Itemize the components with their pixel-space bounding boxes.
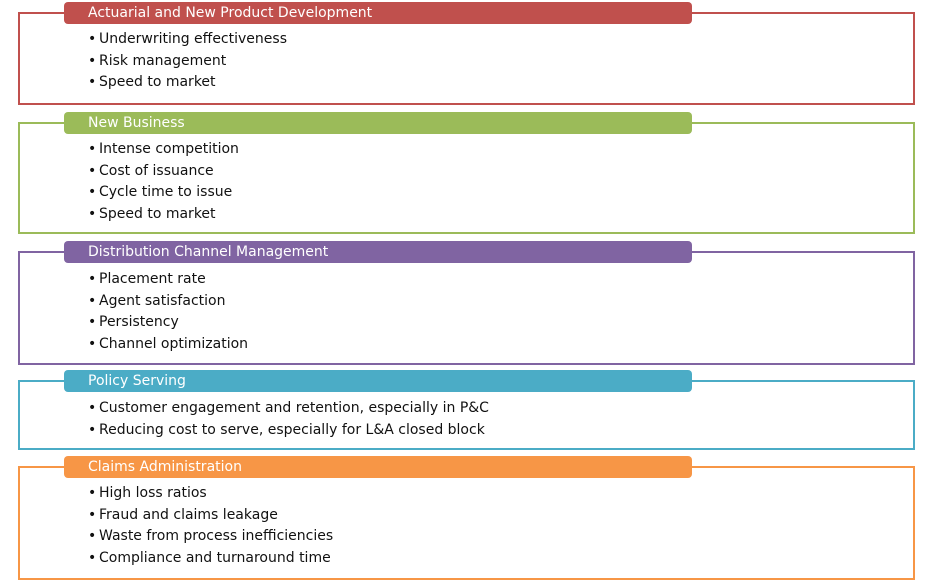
list-item: •Agent satisfaction	[88, 292, 226, 309]
list-item: •Speed to market	[88, 205, 216, 222]
list-item: •High loss ratios	[88, 485, 207, 501]
list-item: •Cycle time to issue	[88, 184, 233, 200]
section-title: Distribution Channel Management	[64, 241, 692, 263]
list-item: •Fraud and claims leakage	[88, 506, 278, 523]
list-item: •Underwriting effectiveness	[88, 31, 287, 47]
list-item: •Risk management	[88, 52, 227, 69]
item-list: •Customer engagement and retention, espe…	[88, 398, 489, 441]
item-list: •High loss ratios •Fraud and claims leak…	[88, 483, 333, 569]
list-item: •Compliance and turnaround time	[88, 549, 331, 566]
section-title: Policy Serving	[64, 370, 692, 392]
list-item: •Intense competition	[88, 141, 239, 157]
list-item: •Persistency	[88, 314, 179, 330]
section-box	[18, 466, 915, 580]
item-list: •Underwriting effectiveness •Risk manage…	[88, 29, 287, 94]
list-item: •Cost of issuance	[88, 162, 214, 179]
list-item: •Speed to market	[88, 74, 216, 90]
list-item: •Reducing cost to serve, especially for …	[88, 421, 485, 438]
section-title: Actuarial and New Product Development	[64, 2, 692, 24]
section-box	[18, 122, 915, 234]
section-title: Claims Administration	[64, 456, 692, 478]
item-list: •Intense competition •Cost of issuance •…	[88, 139, 239, 225]
list-item: •Channel optimization	[88, 335, 249, 352]
list-item: •Placement rate	[88, 271, 206, 287]
list-item: •Waste from process inefficiencies	[88, 528, 334, 544]
list-item: •Customer engagement and retention, espe…	[88, 400, 489, 416]
section-title: New Business	[64, 112, 692, 134]
item-list: •Placement rate •Agent satisfaction •Per…	[88, 269, 248, 355]
